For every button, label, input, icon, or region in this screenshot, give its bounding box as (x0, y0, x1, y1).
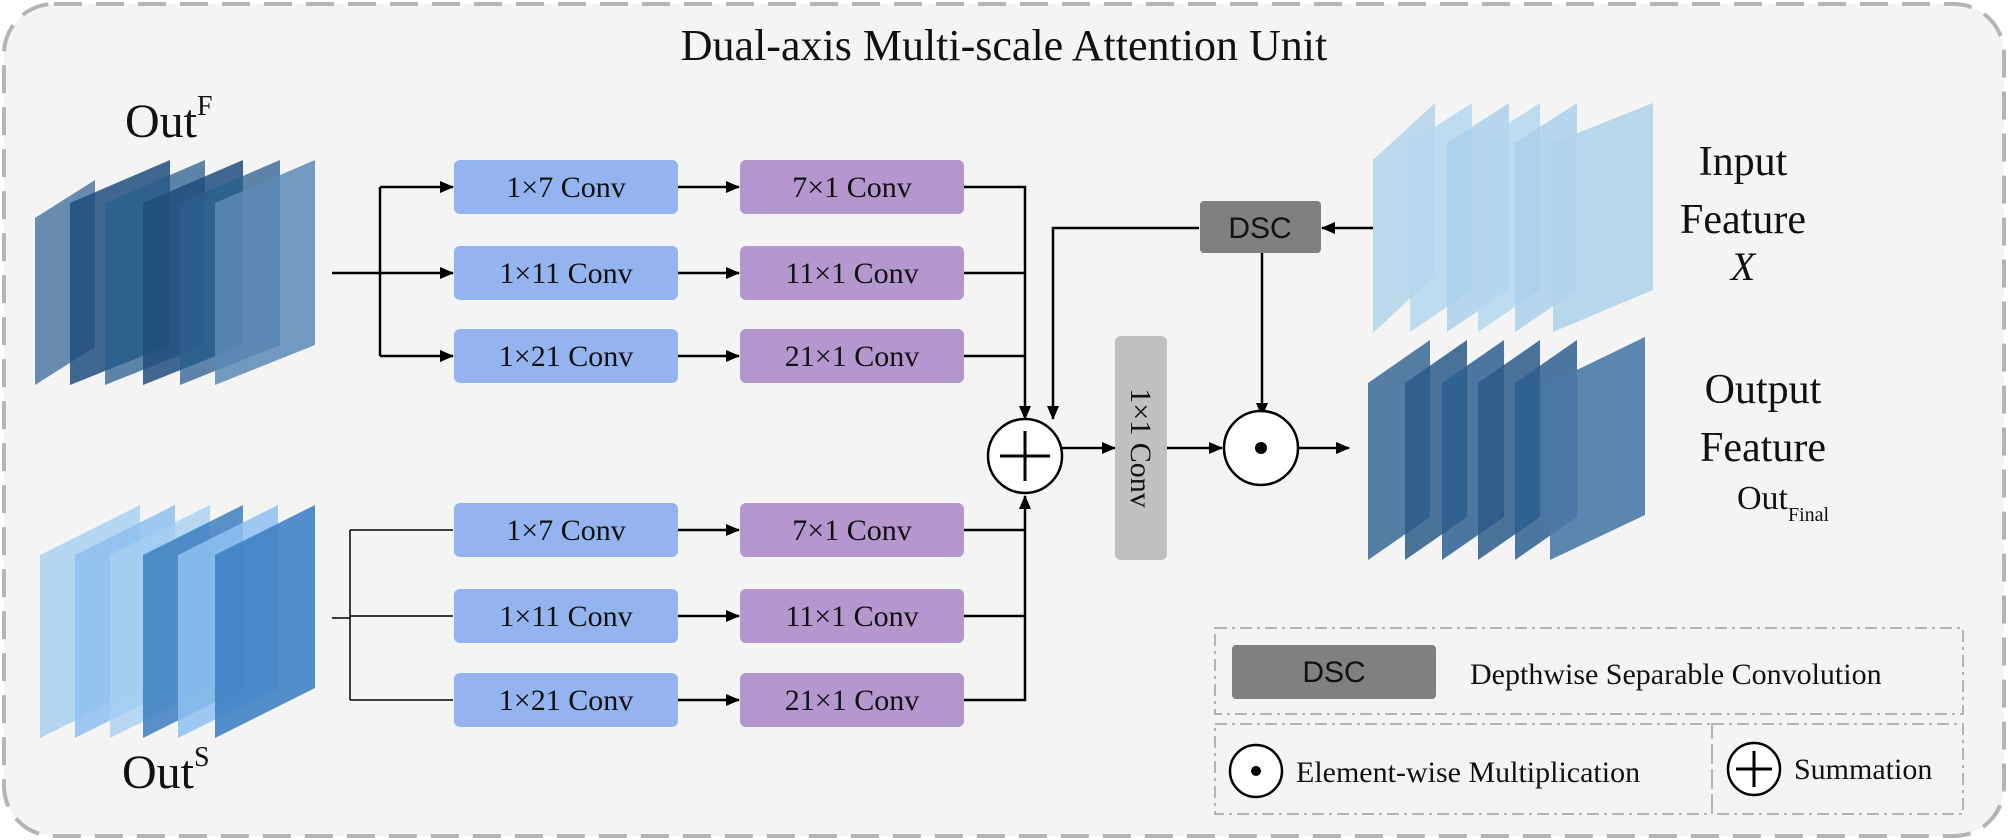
conv-1x11-box (454, 589, 678, 643)
legend: DSC Depthwise Separable Convolution Elem… (1214, 627, 1964, 815)
conv-21x1-box (740, 673, 964, 727)
summation-node (986, 417, 1064, 495)
conv-1x21-box (454, 673, 678, 727)
conv-21x1-label: 21×1 Conv (785, 340, 919, 373)
legend-summation-icon (1726, 741, 1782, 797)
out-s-feature-stack (40, 505, 315, 738)
conv-1x1-box (1115, 336, 1167, 560)
input-feature-symbol: X (1729, 244, 1757, 289)
bottom-branch-connectors (332, 495, 1031, 706)
input-feature-line2: Feature (1680, 197, 1806, 243)
conv-1x21-box (454, 329, 678, 383)
bottom-branches: 1×7 Conv 7×1 Conv 1×11 Conv 11×1 Conv 1×… (454, 503, 964, 727)
conv-7x1-label: 7×1 Conv (792, 171, 911, 204)
input-feature-line1: Input (1699, 139, 1788, 185)
output-feature-line2: Feature (1700, 425, 1826, 471)
conv-1x21-label: 1×21 Conv (499, 340, 633, 373)
conv-11x1-label: 11×1 Conv (785, 257, 918, 290)
conv-7x1-box (740, 503, 964, 557)
conv-1x11-label: 1×11 Conv (499, 600, 632, 633)
legend-sum-text: Summation (1794, 753, 1932, 786)
diagram-title: Dual-axis Multi-scale Attention Unit (681, 21, 1327, 70)
multiplication-node (1222, 409, 1300, 487)
conv-1x7-box (454, 160, 678, 214)
dsc-label: DSC (1228, 212, 1291, 245)
dsc-box (1200, 201, 1321, 253)
conv-1x11-label: 1×11 Conv (499, 257, 632, 290)
out-f-label: OutF (125, 91, 213, 148)
conv-1x1-label: 1×1 Conv (1124, 388, 1157, 507)
legend-dsc-text: Depthwise Separable Convolution (1470, 658, 1882, 691)
legend-dsc-label: DSC (1302, 656, 1365, 689)
conv-11x1-label: 11×1 Conv (785, 600, 918, 633)
conv-1x11-box (454, 246, 678, 300)
conv-1x7-box (454, 503, 678, 557)
out-f-feature-stack (35, 160, 315, 385)
output-feature-line1: Output (1705, 367, 1822, 413)
legend-mult-text: Element-wise Multiplication (1296, 756, 1640, 789)
conv-1x7-label: 1×7 Conv (506, 514, 625, 547)
conv-1x21-label: 1×21 Conv (499, 684, 633, 717)
conv-1x7-label: 1×7 Conv (506, 171, 625, 204)
dsc-connectors (1047, 222, 1373, 454)
conv-7x1-box (740, 160, 964, 214)
top-branches: 1×7 Conv 7×1 Conv 1×11 Conv 11×1 Conv 1×… (454, 160, 964, 383)
output-feature-symbol: OutFinal (1737, 480, 1830, 526)
conv-7x1-label: 7×1 Conv (792, 514, 911, 547)
conv-11x1-box (740, 589, 964, 643)
conv-11x1-box (740, 246, 964, 300)
output-feature-stack (1368, 337, 1645, 560)
input-feature-stack (1373, 103, 1653, 333)
top-branch-connectors (332, 181, 1031, 420)
out-s-label: OutS (122, 742, 210, 799)
legend-dsc-box (1232, 645, 1436, 699)
conv-21x1-box (740, 329, 964, 383)
conv-21x1-label: 21×1 Conv (785, 684, 919, 717)
